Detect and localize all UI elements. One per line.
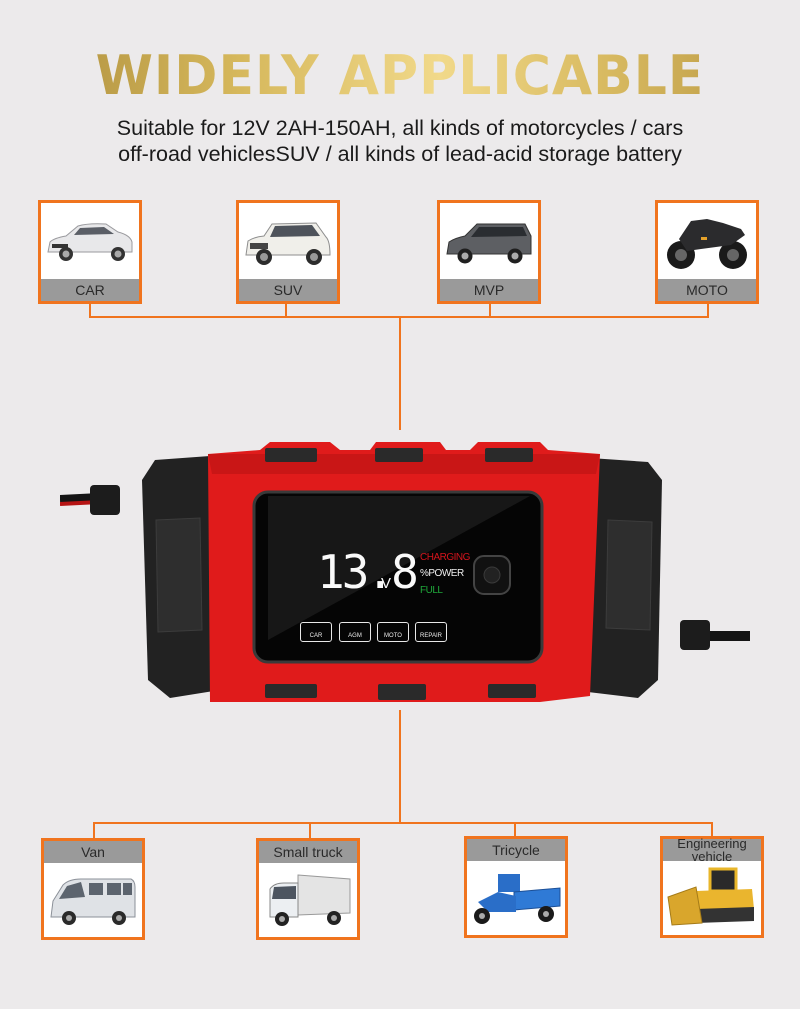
van-icon xyxy=(50,878,136,925)
vehicle-label: Van xyxy=(44,841,142,863)
connector-line xyxy=(399,710,401,824)
page-title: WIDELY APPLICABLE xyxy=(0,45,800,108)
connector-line xyxy=(707,302,709,318)
connector-line xyxy=(399,316,401,430)
status-charging: CHARGING xyxy=(420,552,470,563)
bulldozer-icon xyxy=(667,867,754,926)
vehicle-card-engineering-vehicle: Engineering vehicle xyxy=(660,836,764,938)
connector-line xyxy=(514,822,516,838)
connector-line xyxy=(489,302,491,318)
battery-charger-image xyxy=(60,442,750,702)
voltage-readout: 13.8 xyxy=(317,545,419,599)
mode-repair: REPAIR xyxy=(415,622,447,642)
truck-icon xyxy=(269,874,351,926)
vehicle-label: SUV xyxy=(239,279,337,301)
tricycle-icon xyxy=(474,874,561,924)
vehicle-label: Small truck xyxy=(259,841,357,863)
vehicle-label: MVP xyxy=(440,279,538,301)
subtitle-line-1: Suitable for 12V 2AH-150AH, all kinds of… xyxy=(116,116,684,140)
mode-car: CAR xyxy=(300,622,332,642)
mode-agm: AGM xyxy=(339,622,371,642)
vehicle-card-car: CAR xyxy=(38,200,142,304)
vehicle-card-tricycle: Tricycle xyxy=(464,836,568,938)
motorcycle-icon xyxy=(667,219,747,269)
connector-line xyxy=(711,822,713,838)
vehicle-label: MOTO xyxy=(658,279,756,301)
vehicle-card-suv: SUV xyxy=(236,200,340,304)
mode-moto: MOTO xyxy=(377,622,409,642)
status-power: %POWER xyxy=(420,568,464,579)
voltage-unit: V xyxy=(381,575,392,592)
subtitle-line-2: off-road vehiclesSUV / all kinds of lead… xyxy=(118,142,682,166)
connector-line xyxy=(285,302,287,318)
status-full: FULL xyxy=(420,585,443,596)
connector-line xyxy=(89,302,91,318)
vehicle-card-mvp: MVP xyxy=(437,200,541,304)
vehicle-label: Tricycle xyxy=(467,839,565,861)
vehicle-label: Engineering vehicle xyxy=(663,837,761,863)
vehicle-label: CAR xyxy=(41,279,139,301)
minivan-icon xyxy=(446,223,532,264)
connector-line xyxy=(93,822,95,840)
vehicle-card-small-truck: Small truck xyxy=(256,838,360,940)
vehicle-card-moto: MOTO xyxy=(655,200,759,304)
car-icon xyxy=(47,223,133,261)
suv-icon xyxy=(245,222,331,265)
vehicle-card-van: Van xyxy=(41,838,145,940)
connector-line xyxy=(93,822,713,824)
connector-line xyxy=(309,822,311,838)
